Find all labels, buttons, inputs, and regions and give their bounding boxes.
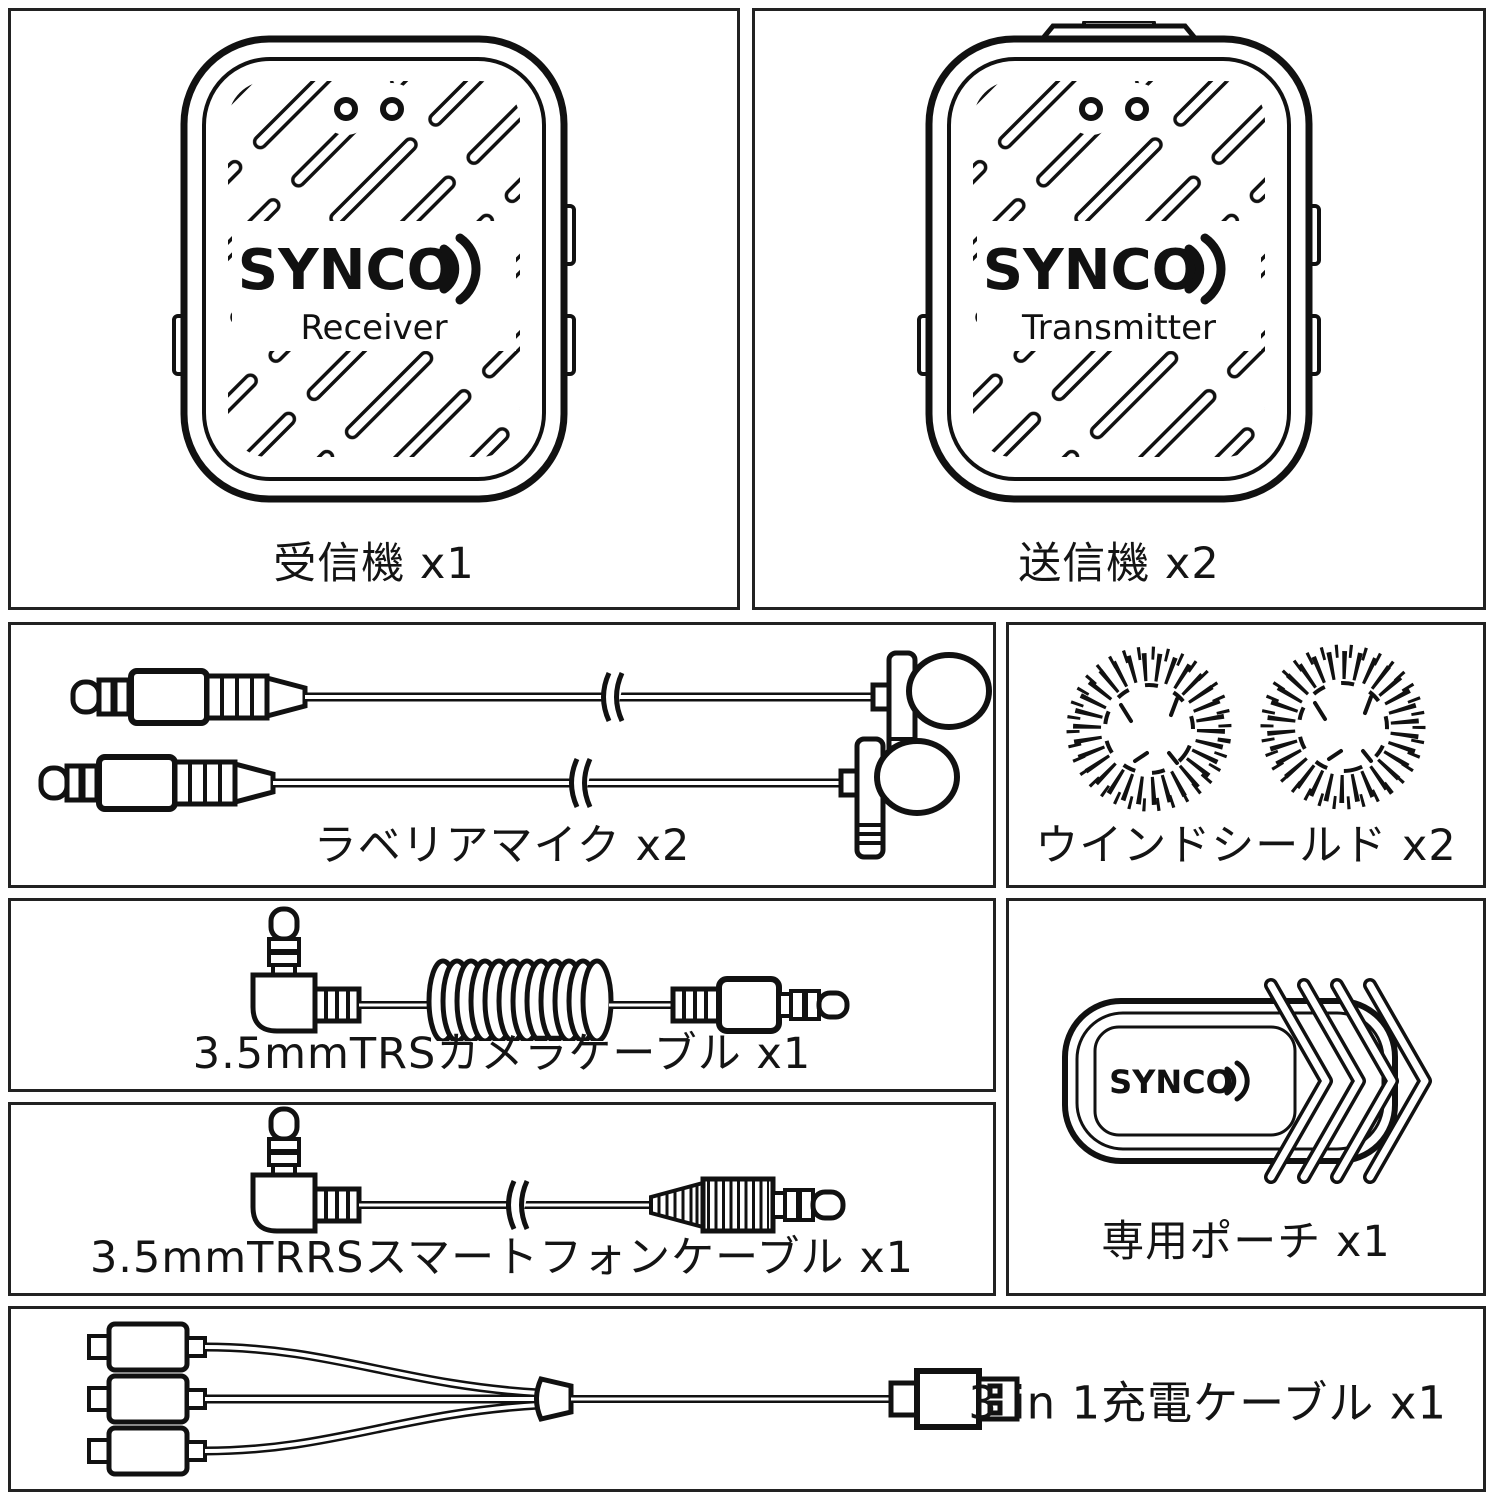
- led-indicator: [1125, 97, 1149, 121]
- cable-strands: [204, 1342, 540, 1456]
- device-label: Receiver: [300, 308, 447, 348]
- windshield-caption: ウインドシールド x2: [1035, 821, 1457, 871]
- straight-plug: [670, 976, 850, 1034]
- trrs-straight-plug: [649, 1176, 846, 1234]
- lavalier-mic-panel: ラベリアマイク x2: [8, 622, 996, 888]
- transmitter-caption: 送信機 x2: [1018, 539, 1220, 589]
- pouch-illustration: SYNCO: [1062, 978, 1432, 1184]
- receiver-illustration: SYNCO Receiver: [172, 35, 576, 503]
- synco-logo: SYNCO: [238, 238, 454, 303]
- lavalier-mic-caption: ラベリアマイク x2: [313, 821, 691, 871]
- synco-logo: SYNCO: [983, 238, 1199, 303]
- windshield-right: [1260, 644, 1426, 810]
- trs-cable-caption: 3.5mmTRSカメラケーブル x1: [192, 1029, 812, 1079]
- windshield-left: [1066, 646, 1232, 812]
- receiver-panel: SYNCO Receiver 受信機 x1: [8, 8, 740, 610]
- trrs-cable-panel: 3.5mmTRRSスマートフォンケーブル x1: [8, 1102, 996, 1296]
- trrs-cable-illustration: [11, 1105, 846, 1234]
- charging-cable-caption: 3 in 1充電ケーブル x1: [968, 1376, 1447, 1430]
- led-indicator: [380, 97, 404, 121]
- charging-cable-panel: 3 in 1充電ケーブル x1: [8, 1306, 1486, 1492]
- pouch-caption: 専用ポーチ x1: [1101, 1217, 1391, 1267]
- windshield-illustration: [1066, 644, 1426, 812]
- sound-wave-icon: [455, 233, 481, 305]
- trs-cable-illustration: [11, 901, 850, 1041]
- led-indicator: [334, 97, 358, 121]
- transmitter-illustration: SYNCO Transmitter: [917, 21, 1321, 503]
- sound-wave-icon: [1234, 1060, 1250, 1102]
- sound-wave-icon: [1200, 233, 1226, 305]
- sound-wave-icon: [1184, 244, 1205, 294]
- sound-wave-icon: [439, 244, 460, 294]
- trrs-cable-caption: 3.5mmTRRSスマートフォンケーブル x1: [89, 1233, 915, 1283]
- transmitter-panel: SYNCO Transmitter 送信機 x2: [752, 8, 1486, 610]
- pouch-panel: SYNCO 専用ポーチ x1: [1006, 898, 1486, 1296]
- usb-c-connectors: [87, 1321, 207, 1477]
- usb-a-plug: [888, 1368, 1020, 1430]
- chevron-pattern: [1264, 978, 1432, 1184]
- synco-logo: SYNCO: [1109, 1063, 1233, 1101]
- charging-cable-illustration: [87, 1321, 1020, 1477]
- cable-ferrule: [534, 1376, 574, 1422]
- receiver-caption: 受信機 x1: [273, 539, 475, 589]
- trs-cable-panel: 3.5mmTRSカメラケーブル x1: [8, 898, 996, 1092]
- coil-section: [426, 958, 614, 1041]
- windshield-panel: ウインドシールド x2: [1006, 622, 1486, 888]
- cable-break-mark: [506, 1179, 530, 1231]
- device-label: Transmitter: [1021, 308, 1216, 348]
- led-indicator: [1079, 97, 1103, 121]
- sound-wave-icon: [1224, 1066, 1237, 1096]
